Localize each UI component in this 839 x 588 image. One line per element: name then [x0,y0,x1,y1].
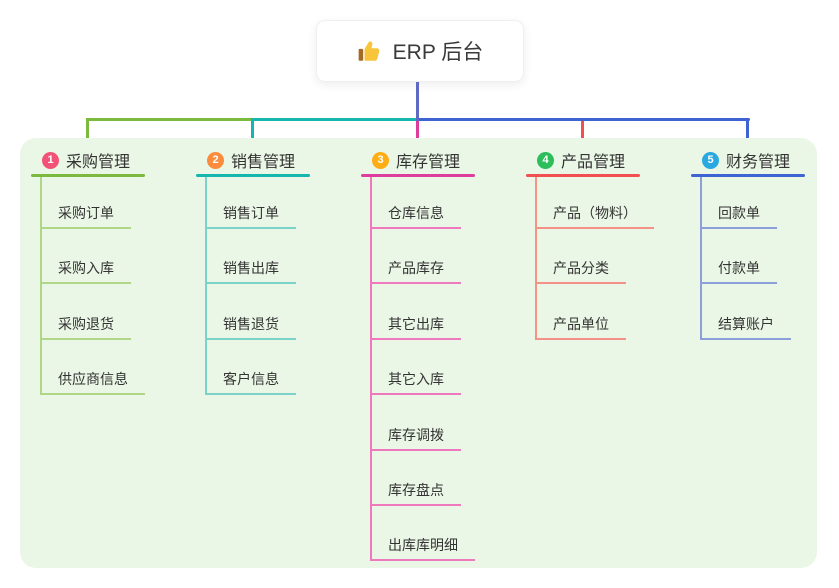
child-node[interactable]: 结算账户 [700,315,791,340]
branch-label: 财务管理 [726,154,791,171]
child-node[interactable]: 产品单位 [535,315,626,340]
root-node[interactable]: ERP 后台 [316,20,524,82]
branch-sales: 2 销售管理 销售订单 销售出库 销售退货 客户信息 [196,150,366,580]
child-node[interactable]: 供应商信息 [40,370,145,395]
child-node[interactable]: 产品（物料） [535,204,654,229]
badge-4: 4 [537,151,554,169]
connector-drop-inventory [416,121,419,142]
branch-underline [526,174,640,177]
badge-5: 5 [702,151,719,169]
branch-header-sales[interactable]: 2 销售管理 [207,150,296,171]
branch-child-connector [205,177,207,395]
branch-inventory: 3 库存管理 仓库信息 产品库存 其它出库 其它入库 库存调拨 库存盘点 出库库… [361,150,531,580]
badge-2: 2 [207,151,224,169]
branch-label: 采购管理 [66,154,131,171]
branch-finance: 5 财务管理 回款单 付款单 结算账户 [691,150,839,580]
child-node[interactable]: 回款单 [700,204,777,229]
thumbs-up-icon [357,38,383,64]
branch-header-product[interactable]: 4 产品管理 [537,150,626,171]
branch-underline [691,174,805,177]
branch-child-connector [370,177,372,561]
child-node[interactable]: 库存调拨 [370,426,461,451]
child-node[interactable]: 其它入库 [370,370,461,395]
branch-child-connector [535,177,537,340]
child-node[interactable]: 销售订单 [205,204,296,229]
child-node[interactable]: 其它出库 [370,315,461,340]
branch-header-inventory[interactable]: 3 库存管理 [372,150,461,171]
branch-underline [31,174,145,177]
branch-header-purchase[interactable]: 1 采购管理 [42,150,131,171]
child-node[interactable]: 仓库信息 [370,204,461,229]
branch-header-finance[interactable]: 5 财务管理 [702,150,791,171]
badge-3: 3 [372,151,389,169]
child-node[interactable]: 采购订单 [40,204,131,229]
connector-drop-purchase [86,118,89,142]
branch-label: 库存管理 [396,154,461,171]
child-node[interactable]: 出库库明细 [370,536,475,561]
branch-product: 4 产品管理 产品（物料） 产品分类 产品单位 [526,150,696,580]
branch-underline [196,174,310,177]
connector-bus-finance [417,118,750,121]
child-node[interactable]: 产品分类 [535,259,626,284]
branch-child-connector [700,177,702,340]
child-node[interactable]: 销售退货 [205,315,296,340]
connector-root-stem [416,82,419,121]
root-node-label: ERP 后台 [392,41,484,64]
badge-1: 1 [42,151,59,169]
child-node[interactable]: 付款单 [700,259,777,284]
branch-underline [361,174,475,177]
branch-label: 销售管理 [231,154,296,171]
branch-purchase: 1 采购管理 采购订单 采购入库 采购退货 供应商信息 [31,150,201,580]
connector-bus-sales [251,118,420,121]
branch-child-connector [40,177,42,395]
child-node[interactable]: 采购入库 [40,259,131,284]
connector-drop-product [581,121,584,142]
child-node[interactable]: 销售出库 [205,259,296,284]
child-node[interactable]: 客户信息 [205,370,296,395]
child-node[interactable]: 采购退货 [40,315,131,340]
connector-drop-finance [746,118,749,142]
child-node[interactable]: 产品库存 [370,259,461,284]
branch-label: 产品管理 [561,154,626,171]
branches-panel [20,138,817,568]
child-node[interactable]: 库存盘点 [370,481,461,506]
connector-drop-sales [251,121,254,142]
